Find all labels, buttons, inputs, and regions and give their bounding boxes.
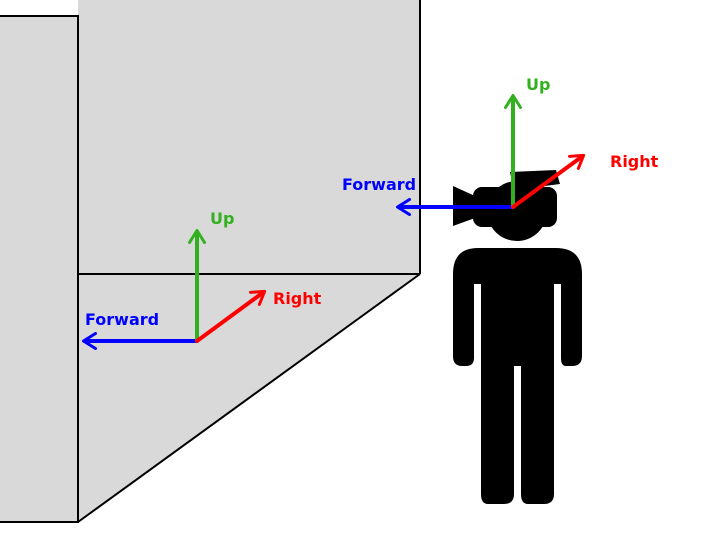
camera-forward-label: Forward (342, 175, 416, 194)
room-outline-left (0, 15, 79, 523)
person-torso-arms (453, 248, 582, 504)
camera-right-label: Right (610, 152, 659, 171)
camera-coordinate-frame: Up Right Forward (342, 75, 659, 216)
camera-handle (510, 170, 560, 190)
wall-up-label: Up (210, 209, 234, 228)
camera-icon (453, 170, 560, 227)
wall-right-label: Right (273, 289, 322, 308)
wall-right-arrow (195, 289, 267, 343)
camera-right-arrow (511, 153, 586, 209)
room-floor-diagonal-edge (77, 273, 421, 523)
wall-forward-label: Forward (85, 310, 159, 329)
wall-coordinate-frame: Up Right Forward (82, 209, 322, 350)
camera-up-label: Up (526, 75, 550, 94)
room-left-wall (0, 16, 78, 522)
person-figure (453, 181, 582, 504)
room-box (0, 0, 421, 523)
room-back-wall (78, 0, 420, 274)
